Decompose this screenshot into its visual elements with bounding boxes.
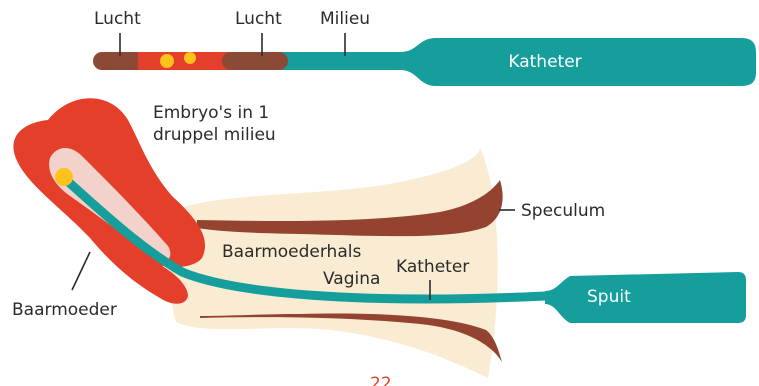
anatomy [13, 98, 746, 378]
page-number: 22 [370, 374, 392, 386]
embryo-dot [55, 168, 73, 186]
label-catheter-top: Katheter [508, 52, 581, 72]
label-air-right: Lucht [235, 9, 282, 29]
label-uterus: Baarmoeder [12, 300, 117, 320]
label-syringe: Spuit [587, 287, 631, 307]
label-cervix: Baarmoederhals [222, 242, 361, 262]
label-air-left: Lucht [94, 9, 141, 29]
syringe [545, 272, 746, 323]
embryo-dot [184, 52, 196, 64]
label-catheter-bottom: Katheter [396, 257, 469, 277]
embryo-dot [160, 54, 174, 68]
label-speculum: Speculum [521, 201, 605, 221]
label-vagina: Vagina [323, 269, 380, 289]
air-segment-right [222, 52, 288, 70]
label-embryos: Embryo's in 1 druppel milieu [153, 102, 303, 146]
catheter-detail [93, 33, 756, 86]
label-medium: Milieu [320, 9, 370, 29]
leader-uterus [72, 252, 90, 290]
